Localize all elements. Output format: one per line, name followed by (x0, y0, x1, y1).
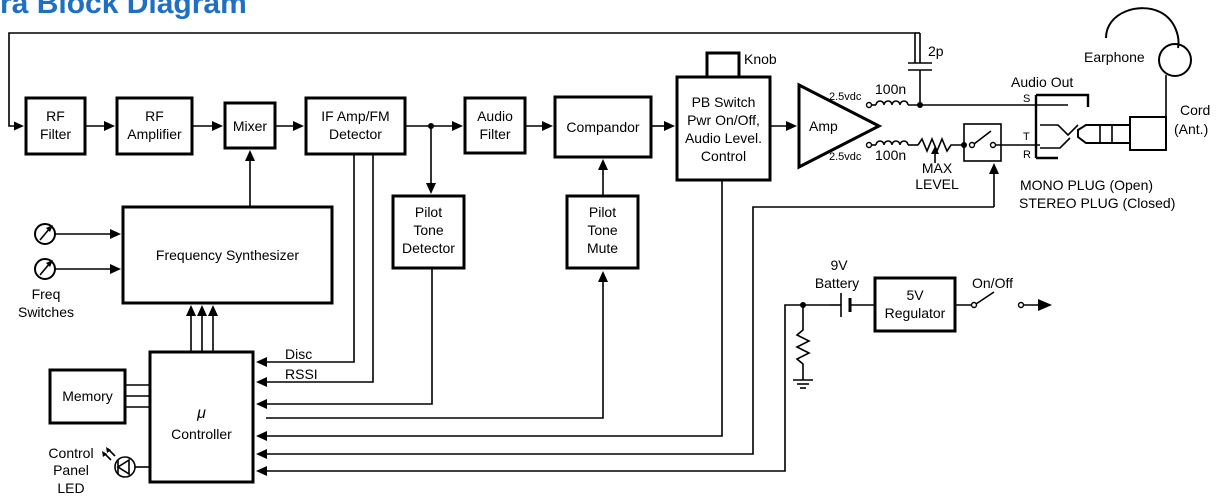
pilot-tone-detector-label-2: Tone (413, 222, 444, 238)
freq-switch-1-icon (34, 223, 56, 245)
led-icon (102, 447, 136, 478)
vdc-bottom-label: 2.5vdc (829, 151, 862, 163)
pb-switch-label-3: Audio Level. (685, 130, 762, 146)
disc-label: Disc (285, 346, 312, 362)
pb-switch-label-4: Control (701, 148, 746, 164)
regulator-label-1: 5V (906, 287, 924, 303)
battery-label-1: 9V (830, 257, 848, 273)
knob-label: Knob (744, 51, 777, 67)
cord-label-2: (Ant.) (1174, 121, 1208, 137)
jack-r-label: R (1023, 149, 1031, 161)
frequency-synthesizer-block: Frequency Synthesizer (121, 205, 334, 305)
rf-filter-block: RF Filter (24, 96, 87, 156)
mixer-label: Mixer (233, 118, 268, 134)
pilot-tone-detector-label-3: Detector (402, 240, 455, 256)
led-label-3: LED (57, 480, 84, 496)
controller-inputs: Disc RSSI (256, 154, 994, 476)
pilot-tone-detector-label-1: Pilot (415, 204, 442, 220)
battery-label-2: Battery (815, 275, 859, 291)
pilot-tone-mute-block: Pilot Tone Mute (565, 194, 640, 270)
pb-switch-block: PB Switch Pwr On/Off, Audio Level. Contr… (675, 75, 772, 182)
pilot-tone-mute-label-1: Pilot (589, 204, 616, 220)
regulator-label-2: Regulator (885, 305, 946, 321)
plug-label-1: MONO PLUG (Open) (1020, 177, 1153, 193)
memory-label: Memory (62, 388, 113, 404)
audio-out-label: Audio Out (1011, 74, 1073, 90)
amp-block: Amp (797, 82, 883, 170)
if-amp-label-1: IF Amp/FM (321, 108, 389, 124)
max-level-label-2: LEVEL (915, 176, 959, 192)
earphone-icon: Earphone (1084, 7, 1192, 117)
pilot-tone-detector-block: Pilot Tone Detector (391, 194, 466, 270)
if-amp-detector-block: IF Amp/FM Detector (304, 96, 407, 156)
audio-filter-label-2: Filter (479, 126, 510, 142)
on-off-switch: On/Off (955, 275, 1052, 311)
frequency-synthesizer-label: Frequency Synthesizer (156, 247, 300, 263)
mono-stereo-switch: MONO PLUG (Open) STEREO PLUG (Closed) (963, 123, 1175, 211)
freq-switch-2-icon (34, 258, 56, 280)
memory-bus (125, 384, 150, 408)
rssi-label: RSSI (285, 366, 318, 382)
compandor-label: Compandor (566, 119, 639, 135)
on-off-label: On/Off (972, 275, 1013, 291)
max-level-label-1: MAX (922, 160, 953, 176)
rf-amplifier-label-2: Amplifier (127, 126, 182, 142)
regulator-block: 5V Regulator (873, 276, 957, 333)
controller-block: μ Controller (148, 350, 255, 484)
earphone-label: Earphone (1084, 49, 1145, 65)
rf-filter-label-2: Filter (40, 126, 71, 142)
pilot-tone-mute-label-3: Mute (587, 240, 618, 256)
knob: Knob (705, 51, 777, 79)
capacitor-label: 2p (928, 43, 944, 59)
audio-filter-block: Audio Filter (463, 96, 527, 155)
audio-jack: Audio Out S T R (1011, 74, 1090, 161)
mixer-block: Mixer (223, 101, 277, 150)
cord-label-1: Cord (1180, 102, 1210, 118)
control-panel-led: Control Panel LED (48, 445, 150, 496)
pb-switch-label-2: Pwr On/Off, (687, 112, 760, 128)
stereo-plug: Cord (Ant.) (1077, 102, 1210, 151)
controller-to-synth-bus (186, 305, 218, 352)
vdc-top-label: 2.5vdc (829, 91, 862, 103)
led-label-2: Panel (53, 462, 89, 478)
inductor-bottom-label: 100n (875, 147, 906, 163)
jack-t-label: T (1023, 131, 1030, 143)
amp-output-network: 2.5vdc 100n 2p 2.5vdc 100n MAX LEVEL (829, 32, 1040, 192)
compandor-block: Compandor (553, 95, 653, 159)
memory-block: Memory (48, 368, 127, 425)
pilot-tone-mute-label-2: Tone (587, 222, 618, 238)
pb-switch-label-1: PB Switch (692, 94, 756, 110)
plug-label-2: STEREO PLUG (Closed) (1019, 195, 1175, 211)
battery-circuit: 9V Battery (793, 257, 875, 389)
freq-switches: Freq Switches (18, 223, 121, 320)
rf-amplifier-label-1: RF (145, 108, 164, 124)
page-title: ra Block Diagram (0, 0, 247, 20)
feedback-wire (8, 32, 916, 131)
controller-label: Controller (171, 426, 232, 442)
freq-switches-label-1: Freq (32, 286, 61, 302)
led-label-1: Control (48, 445, 93, 461)
inductor-top-label: 100n (875, 81, 906, 97)
audio-filter-label-1: Audio (477, 108, 513, 124)
freq-switches-label-2: Switches (18, 304, 74, 320)
signal-chain-wires (85, 121, 797, 207)
jack-s-label: S (1023, 93, 1030, 105)
amp-label: Amp (809, 118, 838, 134)
rf-amplifier-block: RF Amplifier (115, 96, 194, 156)
if-amp-label-2: Detector (329, 126, 382, 142)
controller-label-mu: μ (196, 405, 206, 422)
rf-filter-label-1: RF (46, 108, 65, 124)
